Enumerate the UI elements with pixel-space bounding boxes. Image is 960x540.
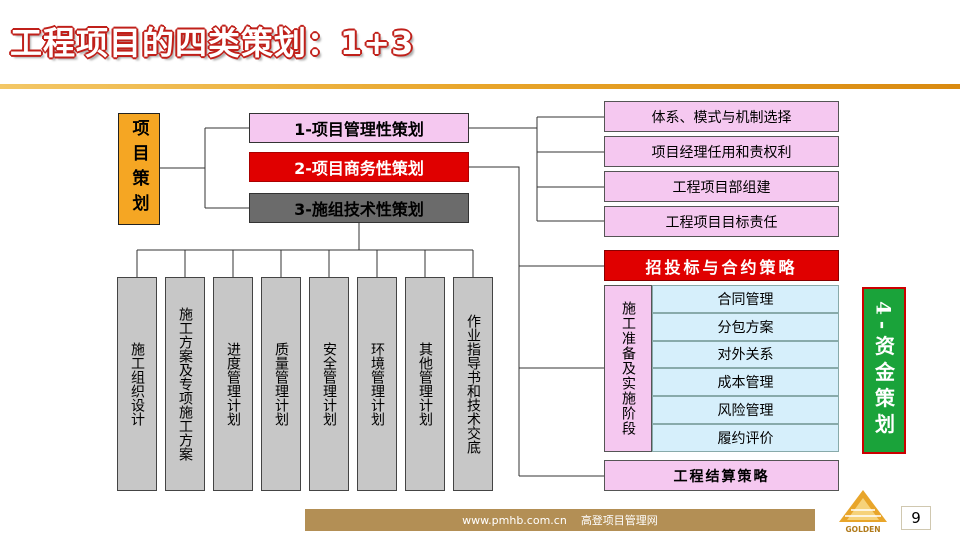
mgmt-item-box: 体系、模式与机制选择 (604, 101, 839, 132)
mgmt-item-box: 项目经理任用和责权利 (604, 136, 839, 167)
construction-prep-label: 施工准备及实施阶段 (604, 285, 652, 452)
plan-management-box: 1-项目管理性策划 (249, 113, 469, 143)
prep-item-box: 成本管理 (652, 368, 839, 397)
prep-item-box: 分包方案 (652, 312, 839, 341)
tech-column-box: 环境管理计划 (357, 277, 397, 491)
prep-item-box: 风险管理 (652, 396, 839, 424)
connector-label-to-plans (160, 127, 249, 209)
tech-column-box: 施工方案及专项施工方案 (165, 277, 205, 491)
logo-text: GOLDEN (846, 525, 881, 534)
golden-logo: GOLDEN (839, 490, 887, 534)
mgmt-item-box: 工程项目目标责任 (604, 206, 839, 237)
connector-biz-to-items (469, 166, 604, 477)
slide-title: 工程项目的四类策划：1+3 (10, 24, 415, 62)
plan-technical-box: 3-施组技术性策划 (249, 193, 469, 223)
connector-mgmt-to-items (469, 116, 604, 222)
title-underline (0, 84, 960, 89)
footer-bar: www.pmhb.com.cn 高登项目管理网 (305, 509, 815, 531)
tech-column-box: 作业指导书和技术交底 (453, 277, 493, 491)
plan-business-box: 2-项目商务性策划 (249, 152, 469, 182)
connector-tech-to-columns (136, 223, 474, 277)
tech-column-box: 安全管理计划 (309, 277, 349, 491)
tech-column-box: 施工组织设计 (117, 277, 157, 491)
project-planning-label: 项目策划 (118, 113, 160, 225)
tech-column-box: 其他管理计划 (405, 277, 445, 491)
tech-column-box: 进度管理计划 (213, 277, 253, 491)
page-number: 9 (901, 506, 931, 530)
funding-planning-box: 4-资金策划 (862, 287, 906, 454)
tech-column-box: 质量管理计划 (261, 277, 301, 491)
footer-site-name: 高登项目管理网 (580, 514, 658, 527)
settlement-strategy-box: 工程结算策略 (604, 460, 839, 491)
bidding-strategy-box: 招投标与合约策略 (604, 250, 839, 281)
prep-item-box: 对外关系 (652, 340, 839, 369)
mgmt-item-box: 工程项目部组建 (604, 171, 839, 202)
prep-item-box: 合同管理 (652, 285, 839, 313)
prep-item-box: 履约评价 (652, 424, 839, 452)
footer-url: www.pmhb.com.cn (462, 513, 567, 527)
